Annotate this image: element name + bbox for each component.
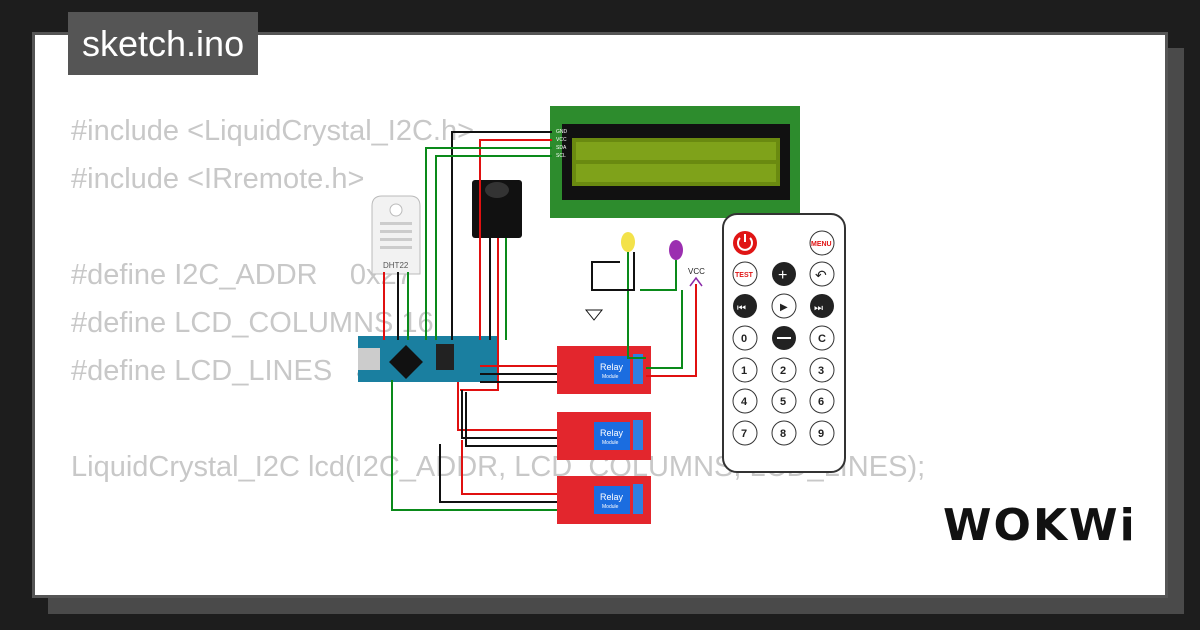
arduino-nano[interactable] [358,336,498,382]
svg-text:5: 5 [780,396,786,408]
file-tab[interactable]: sketch.ino [68,12,259,75]
lcd-pin-label: VCC [556,137,567,143]
plus-icon: + [778,267,787,284]
svg-text:0: 0 [741,333,747,345]
svg-text:4: 4 [741,396,748,408]
svg-text:1: 1 [741,365,747,377]
relay-module[interactable]: Relay Module [557,346,651,394]
relay-module[interactable]: Relay Module [557,412,651,460]
test-key: TEST [735,272,754,279]
dht22-sensor[interactable]: DHT22 [371,195,421,275]
relay-sublabel: Module [602,374,619,380]
next-icon: ⏭ [814,303,823,314]
relay-label: Relay [600,362,624,372]
svg-text:2: 2 [780,365,786,377]
minus-icon [777,337,791,339]
lcd-pin-label: SDA [556,145,567,151]
code-line: #define I2C_ADDR 0x27 [71,259,413,291]
svg-text:7: 7 [741,428,747,440]
back-icon: ↶ [815,267,827,283]
svg-text:6: 6 [818,396,824,408]
relay-module[interactable]: Relay Module [557,476,651,524]
lcd-display[interactable]: GND VCC SDA SCL [550,106,800,218]
vcc-label: VCC [688,267,705,276]
svg-text:C: C [818,333,826,345]
code-line: #include <IRremote.h> [71,163,365,195]
relay-label: Relay [600,492,624,502]
prev-icon: ⏮ [737,303,746,314]
wires [383,131,697,511]
relay-label: Relay [600,428,624,438]
led-purple[interactable] [669,240,683,260]
wokwi-logo: WOKWi [943,500,1137,551]
ir-receiver[interactable] [472,180,522,238]
lcd-pin-label: GND [556,129,568,135]
svg-text:3: 3 [818,365,824,377]
svg-text:8: 8 [780,428,786,440]
play-icon: ▶ [780,302,788,313]
code-line: #define LCD_COLUMNS 16 [71,307,434,339]
dht22-label: DHT22 [383,261,409,270]
svg-text:9: 9 [818,428,824,440]
led-yellow[interactable] [621,232,635,252]
menu-key: MENU [811,241,832,248]
relay-sublabel: Module [602,504,619,510]
code-preview: #include <LiquidCrystal_I2C.h> #include … [71,107,925,491]
lcd-pin-label: SCL [556,153,566,159]
relay-sublabel: Module [602,440,619,446]
ir-remote[interactable]: MENU TEST + ↶ ⏮ ▶ ⏭ 0 C 1 2 3 4 5 6 7 8 [722,213,846,473]
code-line: #include <LiquidCrystal_I2C.h> [71,115,475,147]
ground-symbol [584,309,604,321]
power-button [733,231,757,255]
vcc-symbol [689,276,703,287]
